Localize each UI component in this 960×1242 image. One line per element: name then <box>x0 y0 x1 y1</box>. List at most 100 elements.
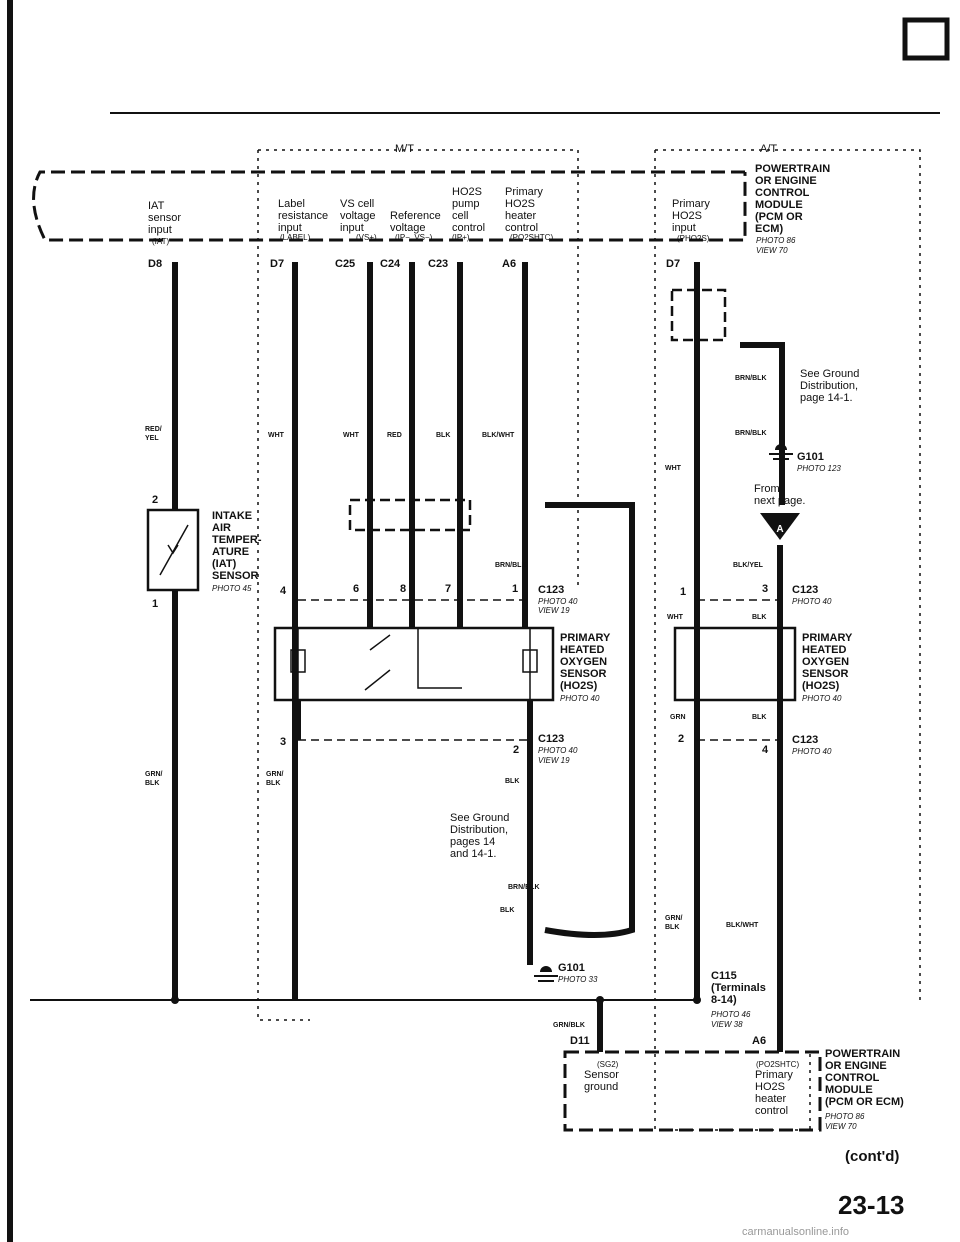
wire-label-grn-blk-iat: GRN/ BLK <box>145 771 163 787</box>
ho2s-at-pin-3: 3 <box>762 583 769 595</box>
pin-c23: C23 <box>428 258 449 270</box>
pcm-top-photo: PHOTO 86 <box>756 236 796 245</box>
pcm-title-line: (PCM OR ECM) <box>825 1096 904 1108</box>
g101-at: G101 <box>797 451 824 463</box>
ho2s-mt-heater-left <box>290 628 306 700</box>
ho2s-mt-internal <box>364 628 462 691</box>
ho2s-mt-box <box>273 626 555 702</box>
pcm-bottom-box <box>563 1050 822 1132</box>
pcm-title-line: ECM) <box>755 223 784 235</box>
battery-icon <box>902 17 950 61</box>
pin-a6-bottom: A6 <box>752 1035 767 1047</box>
ho2s-pin-6: 6 <box>353 583 360 595</box>
pcm-terminal-ref: Reference voltage <box>390 210 441 234</box>
pin-c24: C24 <box>380 258 401 270</box>
from-next-page: From next page. <box>754 483 806 507</box>
ho2s-pin-7: 7 <box>445 583 452 595</box>
wire-label-blk-at2: BLK <box>752 714 767 721</box>
c123-top-mt: C123 <box>538 584 565 596</box>
c123-top-mt-view: VIEW 19 <box>538 606 570 615</box>
iat-sensor-photo: PHOTO 45 <box>212 584 252 593</box>
pcm-top-view: VIEW 70 <box>756 246 788 255</box>
wire-label-blk-wht: BLK/WHT <box>482 432 515 439</box>
iat-pin-2: 2 <box>152 494 159 506</box>
pcm-title-line: CONTROL <box>825 1072 880 1084</box>
ho2s-pin-2: 2 <box>513 744 520 756</box>
pcm-title-line: POWERTRAIN <box>755 163 831 175</box>
g101-at-photo: PHOTO 123 <box>797 464 841 473</box>
at-label: A/T <box>760 143 778 155</box>
splice-left <box>171 996 179 1004</box>
ho2s-at-photo: PHOTO 40 <box>802 694 842 703</box>
c123-top-at: C123 <box>792 584 819 596</box>
wire-label-blk-mt2: BLK <box>500 907 515 914</box>
pcm-bottom-view: VIEW 70 <box>825 1122 857 1131</box>
pcm-code-ref: (IP−, VS−) <box>395 233 433 242</box>
ho2s-pin-4: 4 <box>280 585 287 597</box>
marker-a-label: A <box>776 524 783 535</box>
wire-label-blkwht-at: BLK/WHT <box>726 922 759 929</box>
ho2s-mt-photo: PHOTO 40 <box>560 694 600 703</box>
wire-label-brn-blk-mt2: BRN/BLK <box>508 884 540 891</box>
ho2s-at-pin-1: 1 <box>680 586 687 598</box>
pin-d11: D11 <box>570 1035 590 1047</box>
pcm-code-po2shtc: (PO2SHTC) <box>756 1060 800 1069</box>
c123-bot-at: C123 <box>792 734 819 746</box>
pcm-title-line: MODULE <box>755 199 803 211</box>
ho2s-mt-title: PRIMARY HEATED OXYGEN SENSOR (HO2S) <box>560 632 611 692</box>
pcm-terminal-iat: IAT sensor input <box>148 200 182 236</box>
c115-photo: PHOTO 46 <box>711 1010 751 1019</box>
splice-d11 <box>596 996 604 1004</box>
wire-brn-blk-at <box>740 342 785 505</box>
pcm-code-vs: (VS+) <box>356 233 377 242</box>
c123-bot-at-photo: PHOTO 40 <box>792 747 832 756</box>
ground-note-at: See Ground Distribution, page 14-1. <box>800 368 860 404</box>
pcm-top-box <box>32 170 747 242</box>
splice-c115 <box>693 996 701 1004</box>
shield-box-at <box>670 288 727 342</box>
page-number: 23-13 <box>838 1190 905 1220</box>
wire-label-brn-blk-mt: BRN/BLK <box>495 562 527 569</box>
c123-top-mt-photo: PHOTO 40 <box>538 597 578 606</box>
ho2s-pin-3: 3 <box>280 736 287 748</box>
pin-d7: D7 <box>270 258 285 270</box>
from-next-page-marker <box>760 513 800 540</box>
pin-d7-at: D7 <box>666 258 681 270</box>
pcm-bottom-photo: PHOTO 86 <box>825 1112 865 1121</box>
iat-sensor-box <box>146 508 200 592</box>
pcm-code-heater: (PO2SHTC) <box>510 233 554 242</box>
pcm-terminal-vs: VS cell voltage input <box>340 198 376 234</box>
c123-bot-mt: C123 <box>538 733 565 745</box>
wire-mt-bottom <box>295 700 533 740</box>
ho2s-mt-heater-right <box>522 628 538 700</box>
pcm-code-sg2: (SG2) <box>597 1060 619 1069</box>
ground-symbol-at <box>769 444 793 460</box>
thermistor-symbol <box>159 524 189 576</box>
pcm-terminal-pump: HO2S pump cell control <box>452 186 486 234</box>
shield-box <box>348 498 472 532</box>
pcm-title-line: (PCM OR <box>755 211 803 223</box>
c123-top-at-photo: PHOTO 40 <box>792 597 832 606</box>
watermark: carmanualsonline.info <box>742 1226 850 1238</box>
g101-mt: G101 <box>558 962 585 974</box>
wire-label-wht2: WHT <box>343 432 359 439</box>
pcm-title-line: OR ENGINE <box>825 1060 887 1072</box>
pcm-title-line: OR ENGINE <box>755 175 817 187</box>
pcm-top-title: POWERTRAIN OR ENGINE CONTROL MODULE (PCM… <box>755 163 830 235</box>
wire-label-grn-blk-at: GRN/ BLK <box>665 915 683 931</box>
c115-label: C115 (Terminals 8-14) <box>711 970 766 1006</box>
ground-symbol-mt <box>534 966 558 982</box>
wire-label-brn-blk-at: BRN/BLK <box>735 375 767 382</box>
wire-label-blk-at: BLK <box>752 614 767 621</box>
wire-label-brn-blk-at2: BRN/BLK <box>735 430 767 437</box>
pcm-bottom-title: POWERTRAIN OR ENGINE CONTROL MODULE (PCM… <box>825 1048 904 1108</box>
pcm-code-label: (LABEL) <box>280 233 311 242</box>
ho2s-at-box <box>673 626 797 702</box>
ground-note-mt: See Ground Distribution, pages 14 and 14… <box>450 812 510 860</box>
wire-label-wht: WHT <box>268 432 284 439</box>
iat-pin-1: 1 <box>152 598 159 610</box>
wire-label-wht-at2: WHT <box>667 614 683 621</box>
c123-bot-mt-photo: PHOTO 40 <box>538 746 578 755</box>
